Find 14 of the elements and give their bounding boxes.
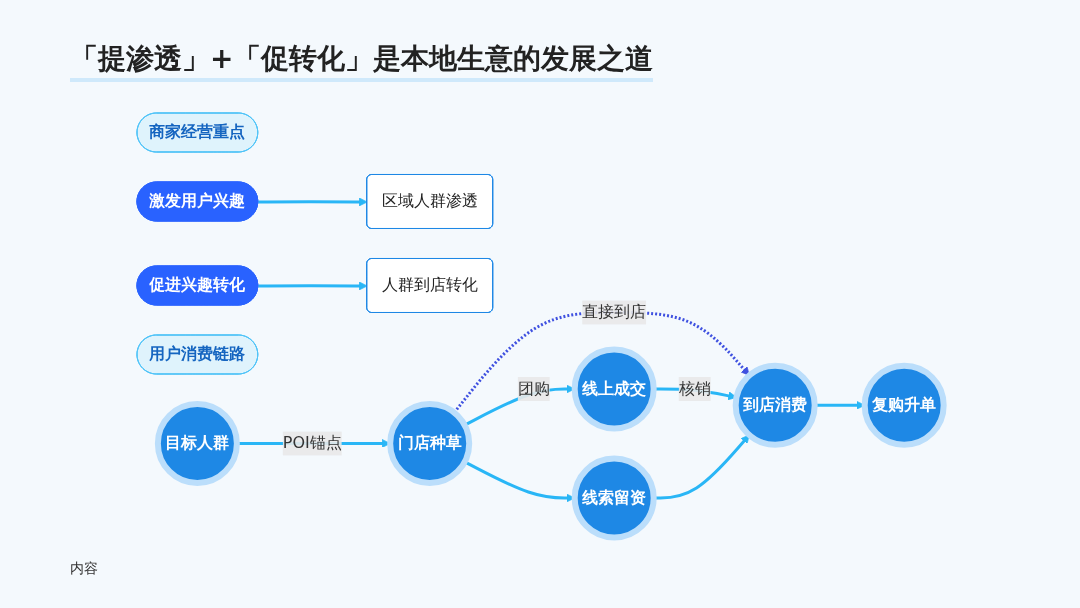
edge-label: POI锚点	[282, 433, 342, 453]
edge-label: 核销	[678, 378, 711, 398]
node-circle: 线索留资	[571, 455, 657, 541]
edge-label: 直接到店	[581, 302, 646, 322]
title: 「提渗透」+「促转化」是本地生意的发展之道	[70, 40, 654, 82]
node-circle: 到店消费	[732, 362, 818, 448]
arrow	[257, 197, 368, 207]
node-circle: 门店种草	[386, 400, 472, 486]
edge-label: 团购	[517, 378, 550, 398]
node-circle: 目标人群	[154, 400, 240, 486]
node-circle: 线上成交	[571, 346, 657, 432]
node-circle: 复购升单	[861, 362, 947, 448]
note-text: 内容	[70, 560, 98, 576]
arrow	[257, 281, 368, 291]
